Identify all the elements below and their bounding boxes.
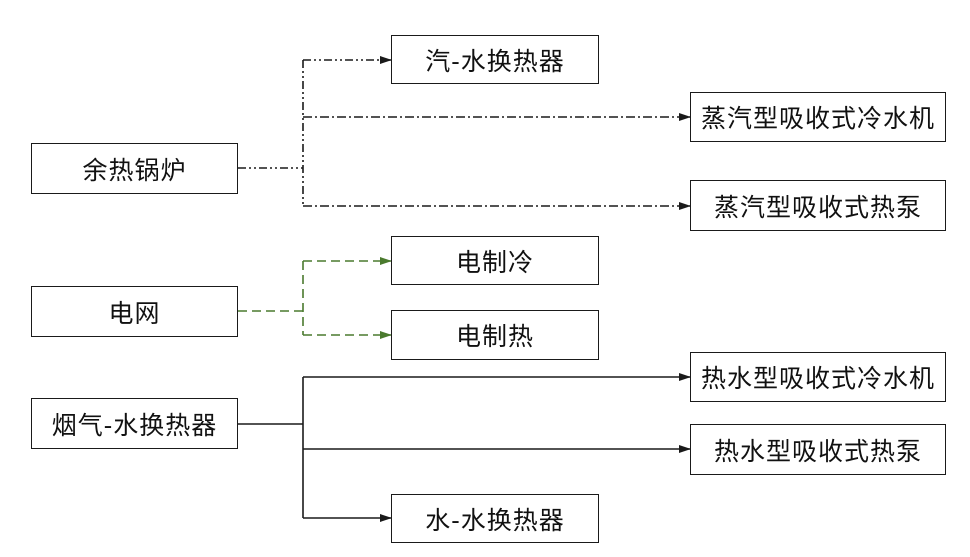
waste-heat-boiler-connectors xyxy=(238,56,691,210)
node-hot-water-absorption-chiller: 热水型吸收式冷水机 xyxy=(690,352,946,402)
node-flue-gas-water-hx: 烟气-水换热器 xyxy=(31,398,238,449)
node-electric-cooling: 电制冷 xyxy=(391,236,599,285)
flue-gas-hx-connectors xyxy=(238,373,691,522)
node-steam-absorption-chiller: 蒸汽型吸收式冷水机 xyxy=(690,92,946,142)
node-water-water-hx: 水-水换热器 xyxy=(391,494,599,543)
node-steam-water-hx: 汽-水换热器 xyxy=(391,35,599,84)
node-electric-heating: 电制热 xyxy=(391,310,599,360)
node-power-grid: 电网 xyxy=(31,286,238,337)
node-waste-heat-boiler: 余热锅炉 xyxy=(31,143,238,194)
grid-connectors xyxy=(238,257,392,339)
node-steam-absorption-heat-pump: 蒸汽型吸收式热泵 xyxy=(690,180,946,231)
node-hot-water-absorption-heat-pump: 热水型吸收式热泵 xyxy=(690,424,946,475)
